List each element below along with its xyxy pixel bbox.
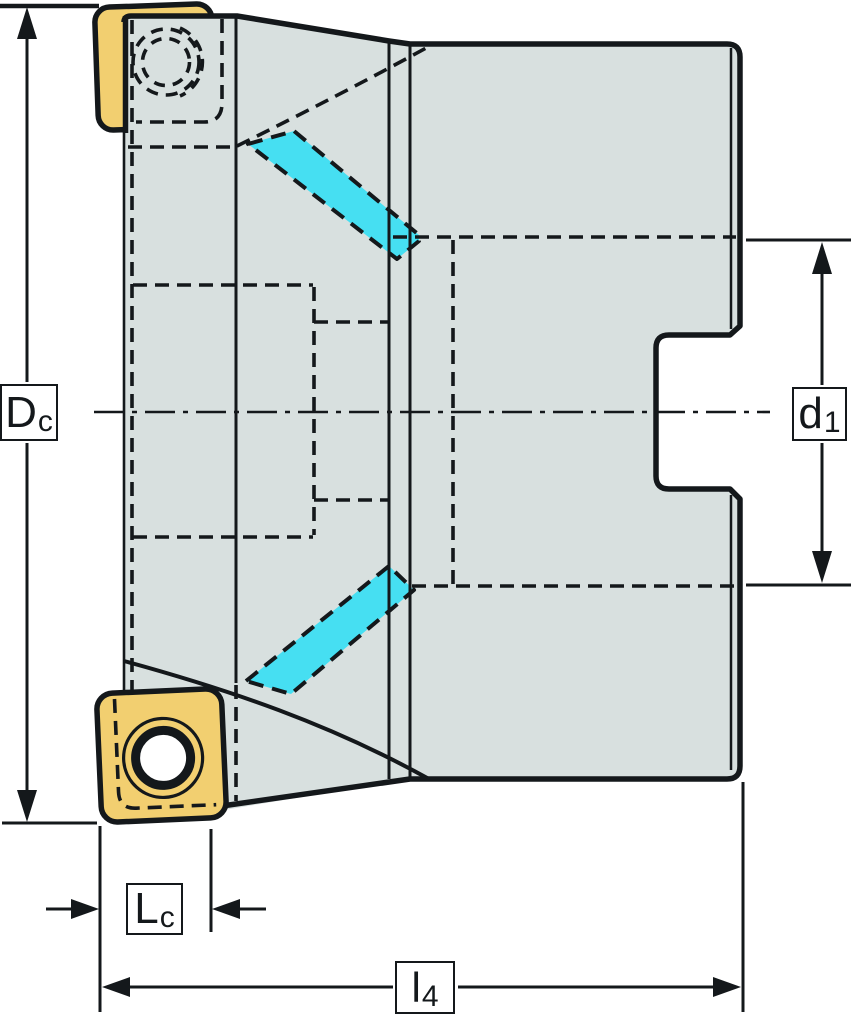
flute-bottom <box>244 564 416 696</box>
lc-label-text: L <box>134 884 159 933</box>
l4-label-subscript: 4 <box>421 979 439 1013</box>
bottom-insert <box>94 686 229 825</box>
d1-label-text: d <box>798 389 823 438</box>
d1-arrowhead-down <box>812 551 832 583</box>
dc-arrowhead-up <box>17 7 37 39</box>
interior-contours <box>123 16 733 781</box>
l4-arrowhead-left <box>102 977 130 997</box>
hidden-screw-bore-inner <box>140 36 192 88</box>
dimension-lc <box>46 826 266 1012</box>
flute-top <box>246 129 421 261</box>
dc-label-text: D <box>5 387 37 437</box>
hidden-pocket-outline-top <box>136 19 224 124</box>
outline-bottom-edge <box>221 776 727 809</box>
body-outline <box>121 13 743 809</box>
insert-screw-hole <box>131 725 196 790</box>
outline-right-edge-with-notch <box>653 57 743 782</box>
dc-arrowhead-down <box>17 790 37 822</box>
lc-label-subscript: c <box>159 901 175 934</box>
insert-countersink-circle <box>122 716 205 800</box>
front-face-curve <box>123 659 430 781</box>
lc-arrowhead-right <box>71 899 99 919</box>
dimension-dc <box>0 3 99 825</box>
dimension-l4 <box>102 782 745 1012</box>
d1-arrowhead-up <box>812 242 832 274</box>
dimension-d1 <box>746 238 851 587</box>
hidden-countersink-arc <box>179 26 205 98</box>
hidden-flute-curve-top <box>236 45 429 148</box>
d1-label-subscript: 1 <box>823 406 841 439</box>
dimensions <box>0 3 851 1012</box>
insert-hidden-seat-edge <box>112 698 217 810</box>
dc-label-subscript: c <box>37 404 53 438</box>
cutter-body <box>124 16 740 810</box>
l4-arrowhead-right <box>713 977 741 997</box>
lc-arrowhead-left <box>212 899 240 919</box>
l4-label-text: l <box>411 963 421 1011</box>
hidden-screw-bore-outer <box>131 27 201 97</box>
